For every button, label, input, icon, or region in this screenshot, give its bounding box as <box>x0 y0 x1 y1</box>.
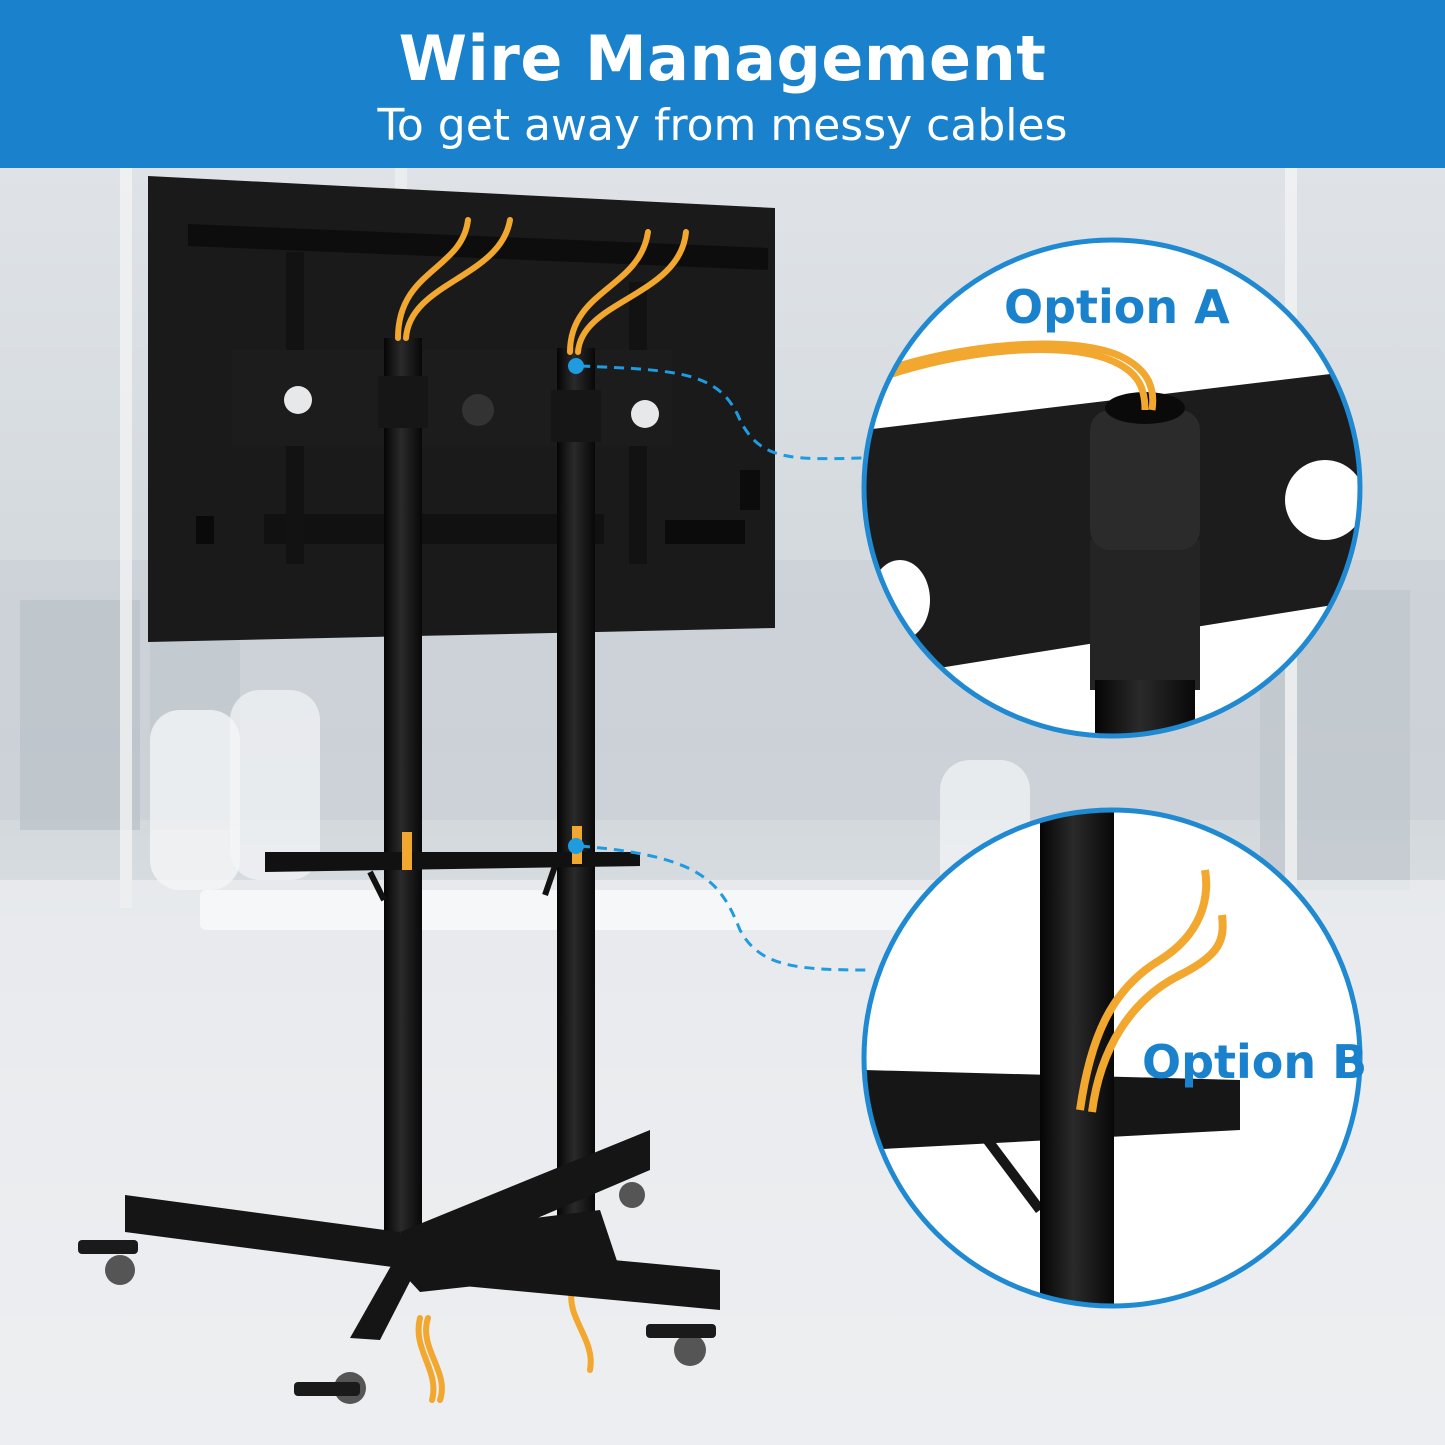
title-banner: Wire Management To get away from messy c… <box>0 0 1445 168</box>
callout-option-a <box>861 237 1363 739</box>
callout-connectors <box>568 358 873 972</box>
page-title: Wire Management <box>398 22 1047 95</box>
option-a-label: Option A <box>1004 280 1230 334</box>
stand-base <box>125 1130 720 1340</box>
callout-option-b <box>861 807 1363 1309</box>
caster-wheels <box>78 1182 716 1404</box>
page-subtitle: To get away from messy cables <box>377 100 1068 151</box>
stand-poles <box>378 338 601 1258</box>
cable-icon <box>395 217 689 1403</box>
option-b-label: Option B <box>1142 1035 1368 1089</box>
product-scene <box>0 168 1445 1445</box>
